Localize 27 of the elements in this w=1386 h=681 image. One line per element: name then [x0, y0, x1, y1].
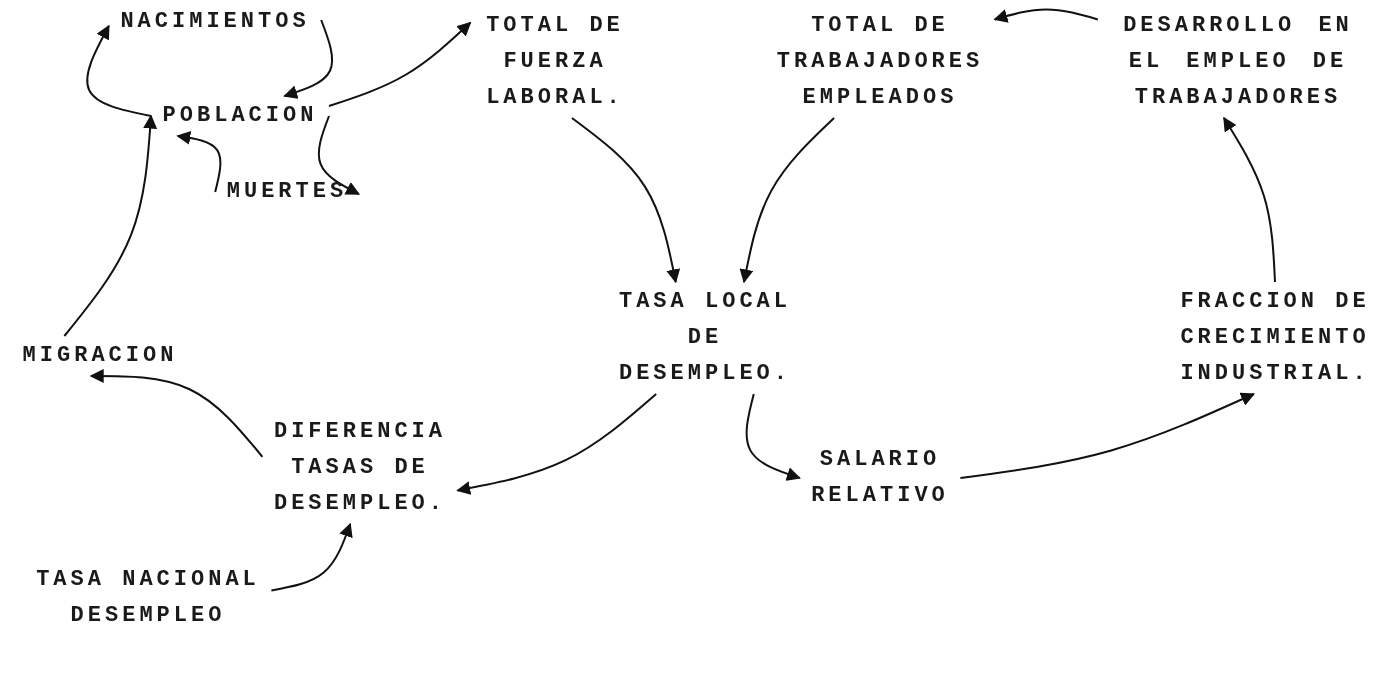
arrow — [959, 392, 1256, 479]
variable-label: POBLACION — [151, 96, 329, 136]
arrow — [328, 21, 472, 107]
variable-label: NACIMIENTOS — [108, 2, 322, 42]
variable-label: TASA NACIONAL DESEMPLEO — [24, 560, 272, 636]
variable-label: MIGRACION — [11, 336, 189, 376]
variable-label: TOTAL DE FUERZA LABORAL. — [470, 6, 640, 118]
variable-label: DIFERENCIA TASAS DE DESEMPLEO. — [262, 412, 458, 524]
arrow — [317, 115, 361, 195]
arrow — [745, 393, 801, 481]
variable-label: FRACCION DE CRECIMIENTO INDUSTRIAL. — [1168, 282, 1382, 394]
arrow — [993, 8, 1099, 23]
variable-label: SALARIO RELATIVO — [799, 440, 961, 516]
variable-label: MUERTES — [215, 172, 359, 212]
arrow — [86, 24, 152, 117]
variable-label: TOTAL DE TRABAJADORES EMPLEADOS — [765, 6, 995, 118]
arrow — [270, 522, 353, 592]
arrow — [176, 130, 222, 193]
arrow — [456, 393, 658, 495]
variable-label: DESARROLLO EN EL EMPLEO DE TRABAJADORES — [1097, 6, 1379, 118]
arrow — [1222, 116, 1276, 283]
variable-label: TASA LOCAL DE DESEMPLEO. — [607, 282, 803, 394]
arrow — [283, 19, 334, 99]
arrow — [63, 114, 158, 337]
arrow — [89, 369, 264, 458]
arrow — [739, 117, 836, 284]
arrow — [570, 117, 681, 284]
